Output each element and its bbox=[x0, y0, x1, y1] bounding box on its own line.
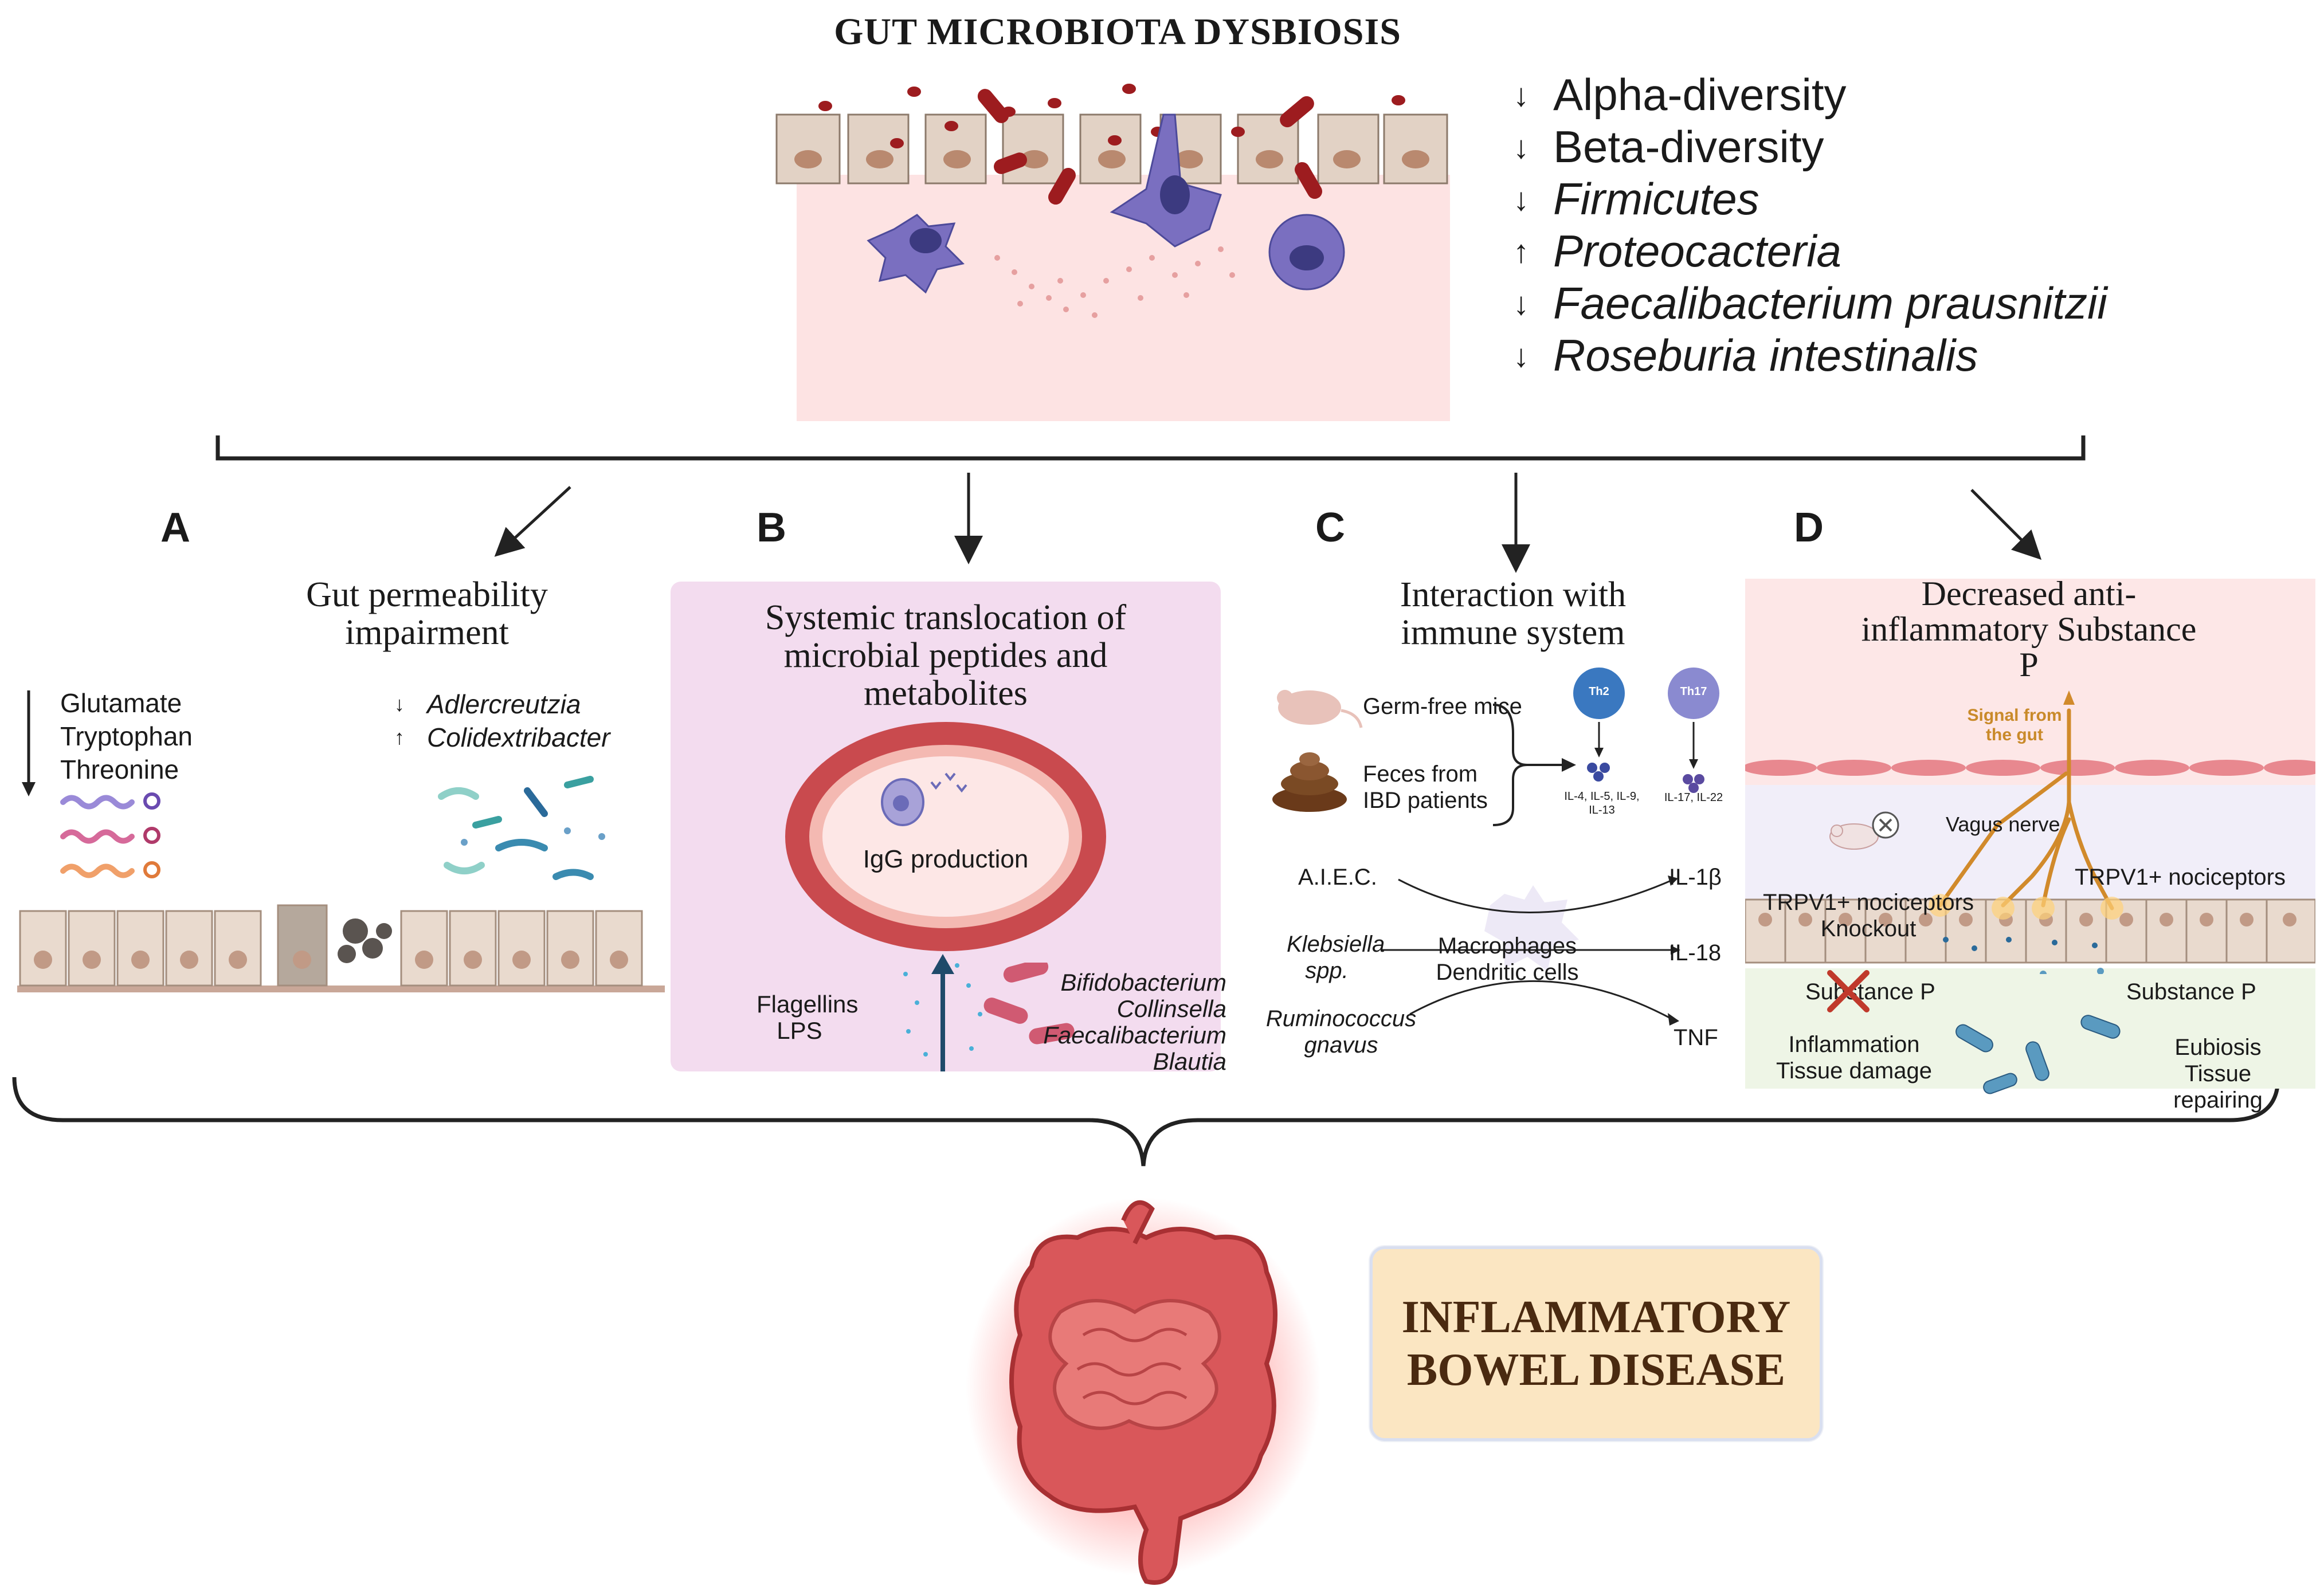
th2-cytokines-label: IL-4, IL-5, IL-9, IL-13 bbox=[1564, 790, 1640, 816]
dysbiosis-item: ↓Faecalibacterium prausnitzii bbox=[1513, 278, 2107, 328]
substance-p-right-label: Substance P bbox=[2126, 979, 2256, 1004]
inflammation-label: Inflammation Tissue damage bbox=[1776, 1032, 1932, 1083]
dysbiosis-tissue-illustration bbox=[775, 84, 1450, 421]
top-bracket bbox=[215, 435, 2086, 461]
panel-b-bacteria-list: Bifidobacterium Collinsella Faecalibacte… bbox=[1043, 969, 1226, 1075]
panel-letter-b: B bbox=[757, 505, 786, 551]
immune-pathway-arrows bbox=[1381, 875, 1680, 1026]
panel-letter-a: A bbox=[160, 505, 190, 551]
arrow-up-icon: ↑ bbox=[1513, 233, 1529, 269]
cell-nuclei bbox=[794, 150, 1429, 168]
panel-a-epithelium bbox=[17, 904, 665, 992]
arrow-down-icon: ↓ bbox=[1513, 181, 1529, 217]
panel-a-title: Gut permeability impairment bbox=[306, 575, 548, 652]
panel-d-background bbox=[1745, 579, 2315, 1100]
arrow-down-icon: ↓ bbox=[1513, 129, 1529, 165]
bacteria-rods-icon bbox=[1955, 1015, 2121, 1094]
dysbiosis-list: ↓Alpha-diversity ↓Beta-diversity ↓Firmic… bbox=[1507, 69, 2107, 382]
panel-d-nerve-illustration bbox=[1745, 690, 2315, 974]
germ-free-mice-label: Germ-free mice bbox=[1363, 694, 1522, 719]
arrow-down-icon: ↓ bbox=[1513, 77, 1529, 113]
translocation-arrow-icon bbox=[903, 954, 982, 1071]
vagus-nerve-fibers bbox=[1938, 708, 2114, 910]
bacteria-change-item: ↓Adlercreutzia bbox=[390, 688, 610, 721]
epithelial-cells bbox=[775, 113, 1448, 184]
panel-c-title: Interaction with immune system bbox=[1400, 575, 1627, 652]
converging-brace bbox=[1492, 704, 1576, 826]
panel-a-bacteria-changes: ↓Adlercreutzia ↑Colidextribacter bbox=[390, 688, 610, 754]
connector-lines bbox=[12, 435, 2280, 1167]
feces-ibd-label: Feces from IBD patients bbox=[1363, 761, 1488, 813]
bacteria-rods-icon bbox=[983, 963, 1075, 1045]
mouse-and-feces-icon bbox=[1272, 690, 1363, 812]
cytokine-dots bbox=[994, 246, 1235, 318]
th17-label: Th17 bbox=[1680, 685, 1707, 698]
amino-acid-list: Glutamate Tryptophan Threonine bbox=[60, 688, 193, 784]
arrow-to-d bbox=[1970, 489, 2042, 560]
aiec-label: A.I.E.C. bbox=[1298, 865, 1377, 890]
bacteria-cluster-icon bbox=[438, 776, 605, 880]
panel-letter-d: D bbox=[1794, 505, 1824, 551]
il18-label: IL-18 bbox=[1669, 940, 1722, 965]
endothelial-layer bbox=[1745, 760, 2315, 776]
dysbiosis-item: ↓Beta-diversity bbox=[1513, 121, 1824, 172]
dendritic-cells-label: Dendritic cells bbox=[1436, 960, 1579, 985]
ibd-outcome-box: INFLAMMATORY BOWEL DISEASE bbox=[1370, 1246, 1823, 1441]
bacteria-change-item: ↑Colidextribacter bbox=[390, 721, 610, 754]
eubiosis-label: Eubiosis Tissue repairing bbox=[2173, 1035, 2263, 1113]
arrow-up-icon: ↑ bbox=[394, 725, 405, 749]
vagus-nerve-label: Vagus nerve bbox=[1946, 812, 2060, 836]
dysbiosis-item: ↓Roseburia intestinalis bbox=[1513, 330, 1978, 380]
arrow-down-icon: ↓ bbox=[394, 692, 405, 716]
substance-p-particles bbox=[2040, 968, 2104, 974]
trpv1-knockout-label: TRPV1+ nociceptors Knockout bbox=[1763, 890, 1974, 941]
th17-cytokines-label: IL-17, IL-22 bbox=[1664, 791, 1723, 804]
trpv1-nociceptors-label: TRPV1+ nociceptors bbox=[2075, 865, 2286, 890]
bacteria-rods bbox=[977, 89, 1322, 205]
dysbiosis-item: ↑Proteocacteria bbox=[1513, 226, 1841, 276]
panel-d-title: Decreased anti-inflammatory Substance P bbox=[1861, 575, 2197, 684]
klebsiella-label: Klebsiella spp. bbox=[1287, 932, 1385, 983]
il1b-label: IL-1β bbox=[1669, 865, 1722, 890]
knockout-mouse-icon bbox=[1829, 811, 1899, 850]
th2-label: Th2 bbox=[1589, 685, 1609, 698]
intestine-icon bbox=[966, 1198, 1321, 1585]
blood-vessel-icon bbox=[785, 722, 1106, 951]
signal-from-gut-label: Signal from the gut bbox=[1967, 706, 2062, 744]
dysbiosis-item: ↓Firmicutes bbox=[1513, 174, 1759, 224]
flagellins-lps-label: Flagellins LPS bbox=[757, 991, 859, 1044]
tnf-label: TNF bbox=[1674, 1025, 1718, 1050]
panel-d-epithelium bbox=[1745, 898, 2315, 964]
bottom-bracket bbox=[12, 1077, 2280, 1167]
cross-mark-icon bbox=[1827, 970, 1870, 1012]
substance-p-left-label: Substance P bbox=[1805, 979, 1935, 1004]
macrophages-label: Macrophages bbox=[1437, 933, 1577, 959]
panel-b-title: Systemic translocation of microbial pept… bbox=[765, 598, 1127, 713]
arrow-down-icon: ↓ bbox=[1513, 285, 1529, 321]
t-cells-icon bbox=[1573, 668, 1719, 793]
decrease-arrow-icon bbox=[22, 690, 36, 796]
dysbiosis-item: ↓Alpha-diversity bbox=[1513, 69, 1847, 120]
arrow-down-icon: ↓ bbox=[1513, 337, 1529, 374]
bacteria-cocci bbox=[818, 84, 1405, 148]
panel-letter-c: C bbox=[1315, 505, 1345, 551]
igg-production-label: IgG production bbox=[863, 845, 1029, 873]
main-title: GUT MICROBIOTA DYSBIOSIS bbox=[834, 11, 1401, 53]
immune-cell-nuclei bbox=[910, 175, 1324, 270]
ruminococcus-label: Ruminococcus gnavus bbox=[1265, 1006, 1417, 1058]
leak-particles bbox=[338, 918, 392, 963]
amino-acid-chains-icon bbox=[60, 792, 160, 878]
arrow-to-a bbox=[494, 486, 571, 557]
